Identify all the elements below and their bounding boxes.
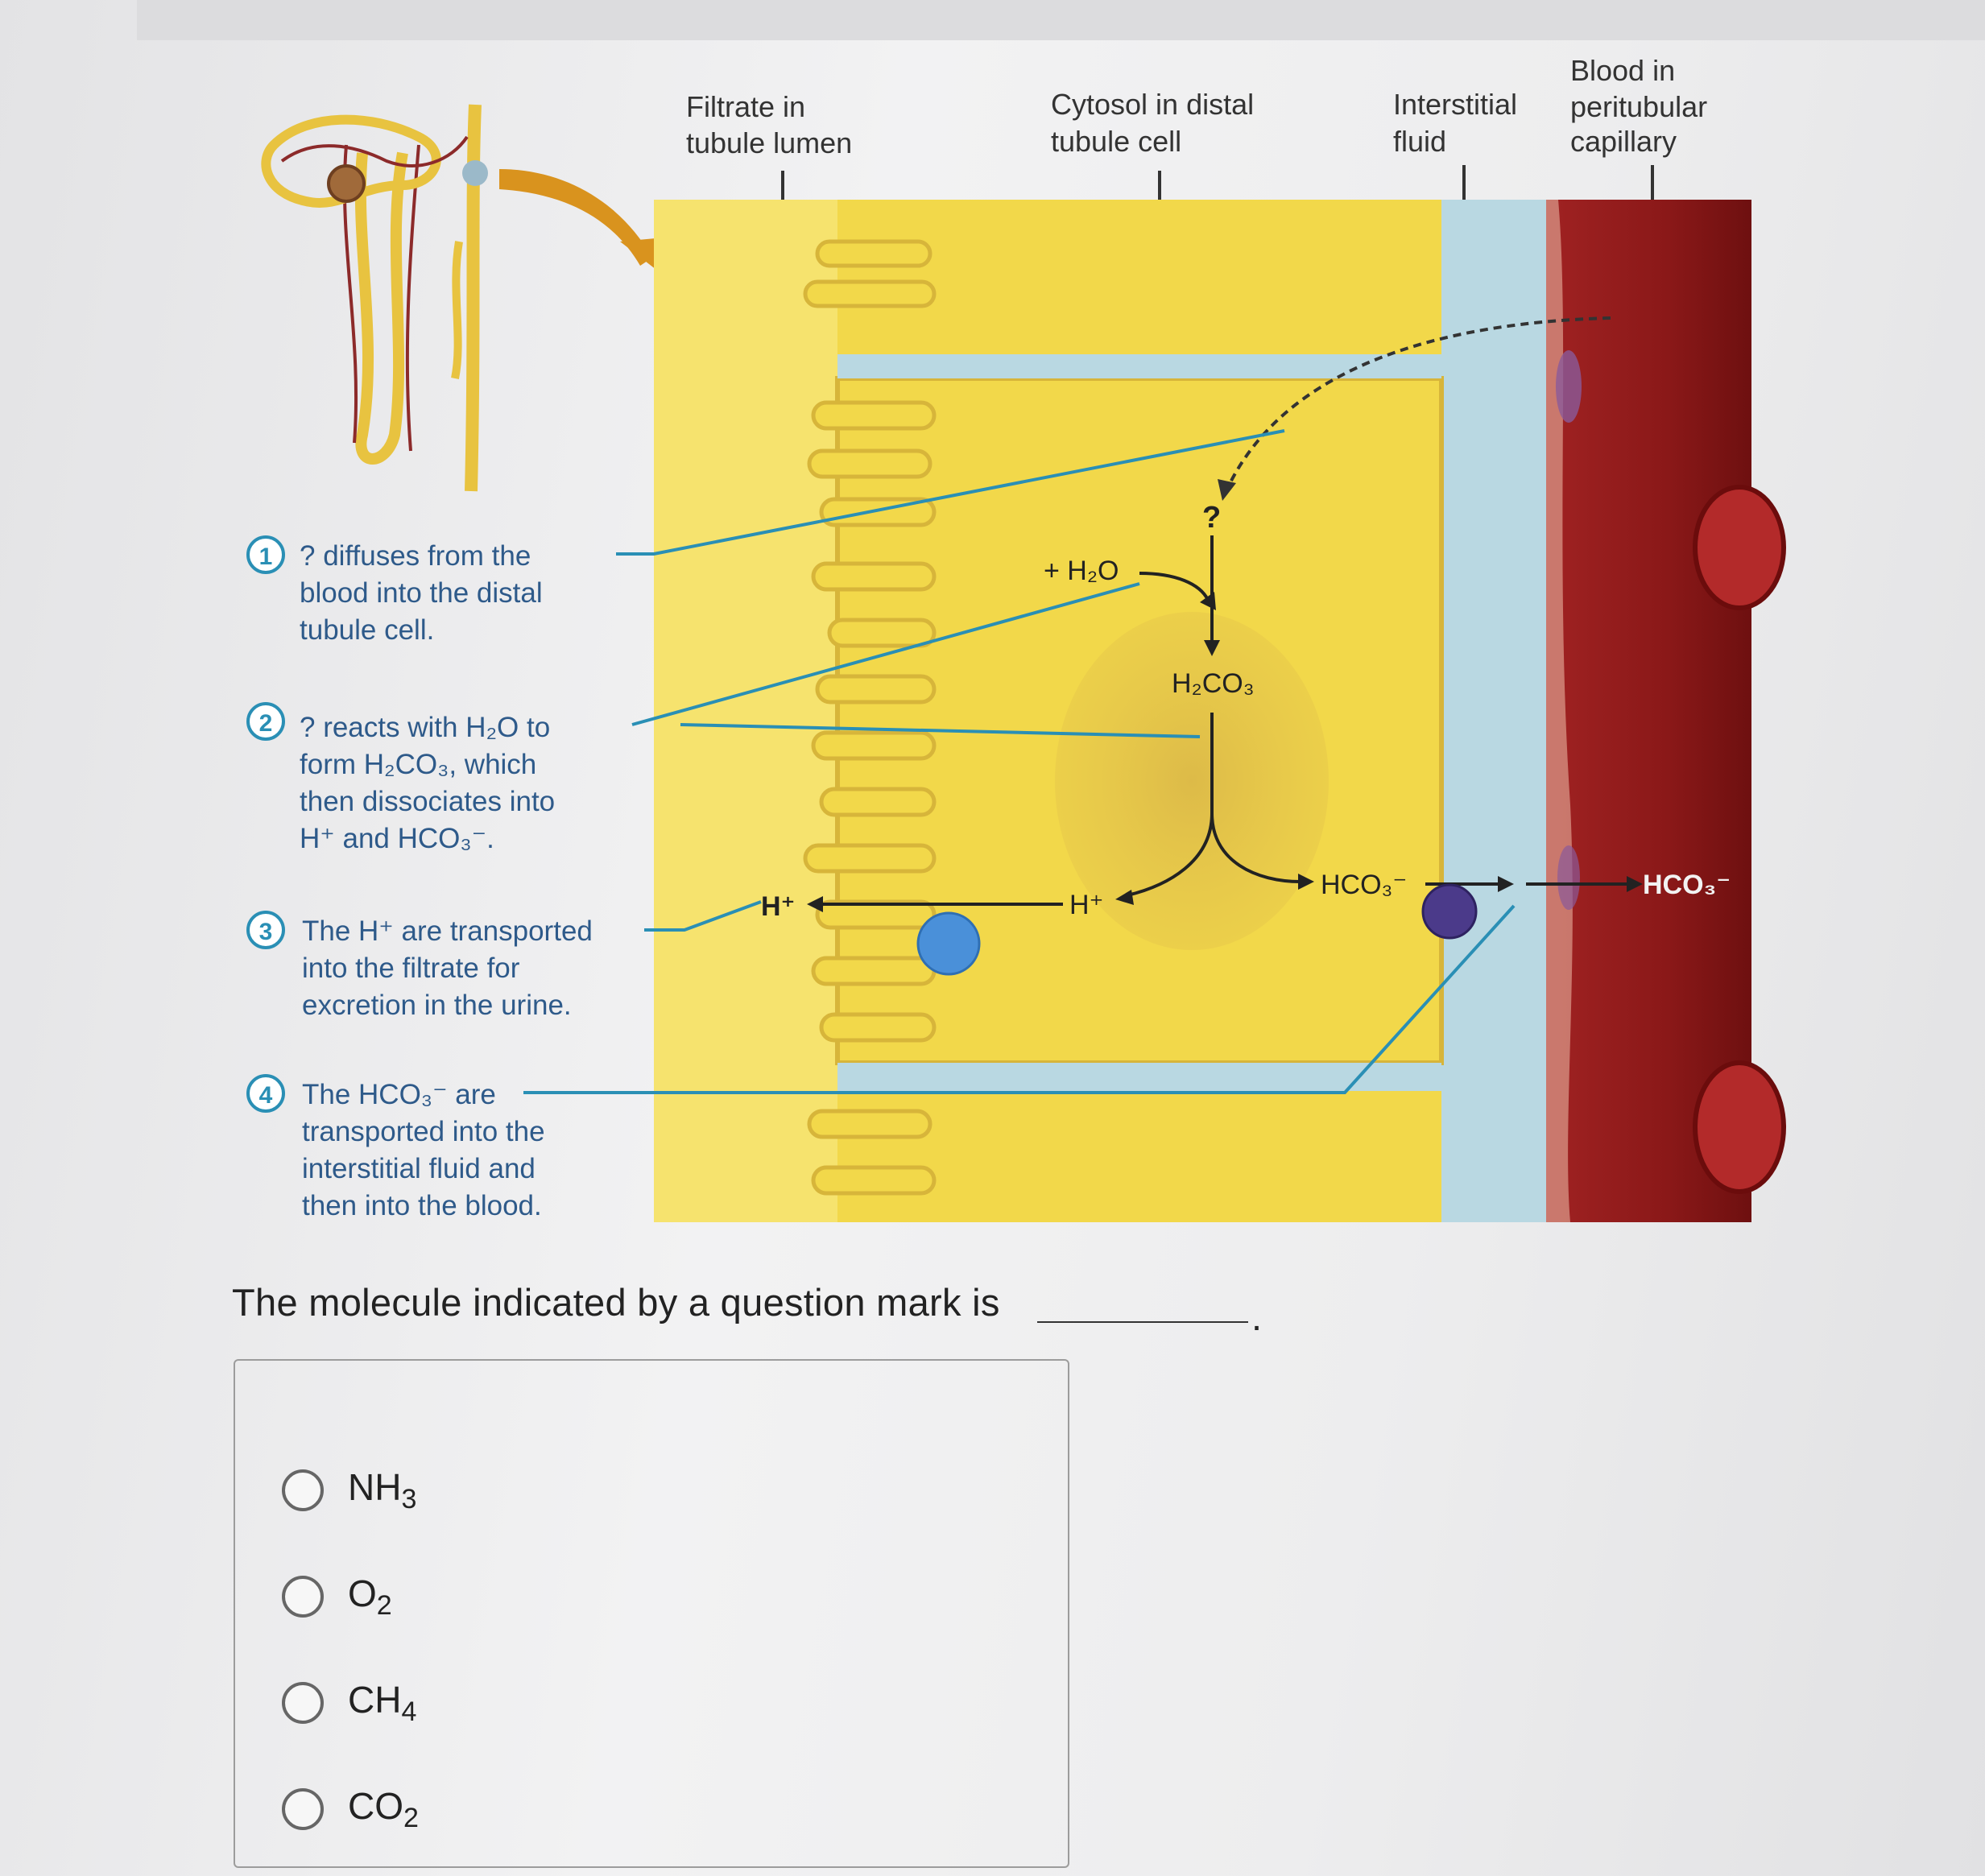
question-text: The molecule indicated by a question mar… [232,1281,1000,1324]
reaction-labels: ? + H₂O H₂CO₃ H⁺ H⁺ HCO₃⁻ HCO₃⁻ [761,501,1731,922]
h-ion-cell-label: H⁺ [1069,890,1104,920]
radio-button[interactable] [282,1469,324,1511]
question-end-punct: . [1251,1295,1263,1338]
arrowheads [807,592,1643,912]
header-blood: Blood in peritubular capillary [1570,54,1715,158]
step-2: 2 ? reacts with H₂O to form H₂CO₃, which… [246,702,563,854]
answer-blank [1037,1321,1248,1323]
bicarb-blood-label: HCO₃⁻ [1643,870,1731,900]
radio-button[interactable] [282,1682,324,1724]
carbonic-acid-label: H₂CO₃ [1172,668,1255,699]
leader-lines [523,429,1516,1094]
svg-text:? reacts with H₂O to for: ? reacts with H₂O to form H₂CO₃, which t… [300,712,563,854]
bicarb-cell-label: HCO₃⁻ [1321,870,1407,900]
header-filtrate: Filtrate in tubule lumen [686,90,852,159]
option-nh3[interactable]: NH3 [282,1462,416,1519]
svg-text:4: 4 [259,1082,273,1109]
radio-button[interactable] [282,1576,324,1618]
step-4: 4 The HCO₃⁻ are transported into the int… [246,1074,552,1221]
option-ch4[interactable]: CH4 [282,1675,416,1731]
svg-text:1: 1 [259,543,273,570]
column-headers: Filtrate in tubule lumen Cytosol in dist… [686,54,1715,159]
option-label: NH3 [348,1465,417,1515]
svg-text:? diffuses from the bloo: ? diffuses from the blood into the dista… [300,540,550,646]
step-3: 3 The H⁺ are transported into the filtra… [246,911,601,1021]
h-ion-transporter [916,911,981,976]
h-ion-lumen-label: H⁺ [761,891,796,922]
step-1: 1 ? diffuses from the blood into the dis… [246,535,550,646]
distal-tubule-figure: Filtrate in tubule lumen Cytosol in dist… [246,54,1786,1222]
header-interstitial: Interstitial fluid [1393,88,1525,158]
radio-button[interactable] [282,1788,324,1830]
reaction-arrows [813,535,1627,906]
answer-options-box: NH3 O2 CH4 CO2 [234,1359,1069,1868]
tubule-panel [654,200,1786,1222]
option-label: CH4 [348,1678,417,1728]
svg-text:3: 3 [259,919,273,945]
svg-text:2: 2 [259,710,273,737]
svg-text:The HCO₃⁻ are transporte: The HCO₃⁻ are transported into the inter… [302,1079,552,1221]
option-label: O2 [348,1572,392,1622]
diffusion-arrowhead [1218,479,1236,501]
water-label: + H₂O [1044,556,1119,586]
question-mark-label: ? [1202,501,1221,535]
option-label: CO2 [348,1784,419,1834]
option-co2[interactable]: CO2 [282,1781,419,1837]
nephron-illustration [261,104,664,492]
page-top-strip [137,0,1985,40]
header-cytosol: Cytosol in distal tubule cell [1051,88,1262,158]
bicarbonate-transporter [1421,883,1478,940]
option-o2[interactable]: O2 [282,1568,392,1625]
diffusion-dashed-arrow [1226,316,1611,488]
svg-text:The H⁺ are transported i: The H⁺ are transported into the filtrate… [302,915,601,1021]
